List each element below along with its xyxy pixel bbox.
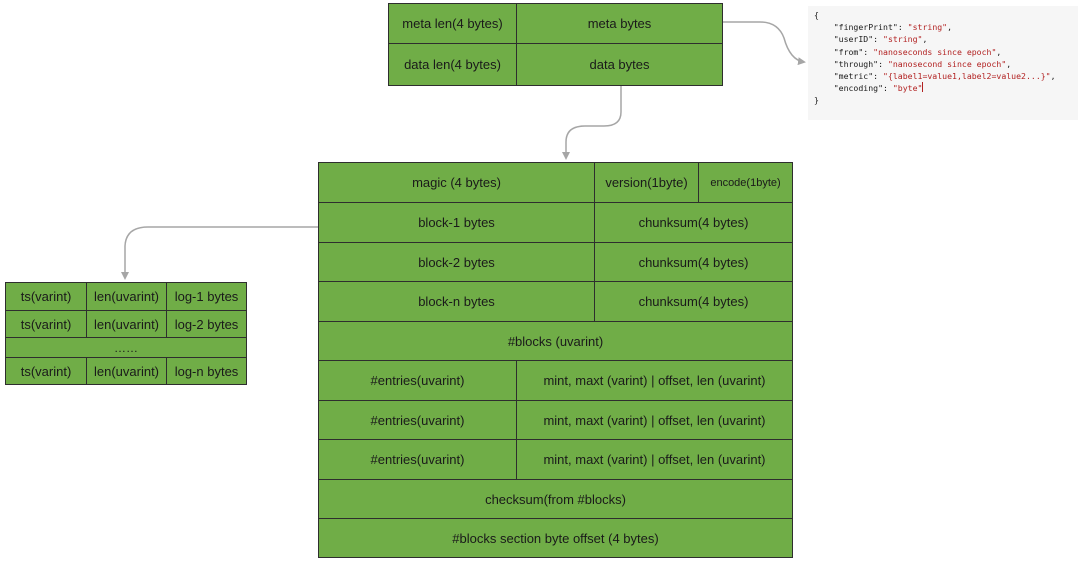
json-field-line: "fingerPrint": "string", — [833, 22, 953, 33]
json-value: "string" — [907, 22, 948, 33]
json-separator: , — [1006, 58, 1012, 69]
magic-cell: magic (4 bytes) — [318, 162, 595, 203]
entries-3-count-cell: #entries(uvarint) — [318, 439, 517, 480]
json-value: "nanosecond since epoch" — [887, 58, 1007, 69]
log-n-len-cell: len(uvarint) — [86, 357, 167, 385]
block-2-cell: block-2 bytes — [318, 242, 595, 282]
json-separator: , — [947, 22, 953, 33]
json-field-line: "from": "nanoseconds since epoch", — [833, 46, 1002, 57]
entries-2-meta-cell: mint, maxt (varint) | offset, len (uvari… — [516, 400, 793, 440]
log-2-len-cell: len(uvarint) — [86, 310, 167, 338]
json-key: "from" — [833, 46, 864, 57]
block-n-checksum-cell: chunksum(4 bytes) — [594, 281, 793, 322]
log-1-len-cell: len(uvarint) — [86, 282, 167, 311]
num-blocks-cell: #blocks (uvarint) — [318, 321, 793, 361]
data-len-cell: data len(4 bytes) — [388, 43, 517, 86]
json-field-line: "encoding": "byte" — [833, 82, 924, 94]
entries-1-meta-cell: mint, maxt (varint) | offset, len (uvari… — [516, 360, 793, 401]
block-1-cell: block-1 bytes — [318, 202, 595, 243]
json-key: "fingerPrint" — [833, 22, 898, 33]
json-value: "byte" — [892, 83, 923, 94]
meta-bytes-cell: meta bytes — [516, 3, 723, 44]
block-2-checksum-cell: chunksum(4 bytes) — [594, 242, 793, 282]
json-close-brace: } — [814, 95, 819, 106]
json-field-line: "metric": "{label1=value1,label2=value2.… — [833, 71, 1056, 82]
json-key: "metric" — [833, 71, 874, 82]
json-value: "{label1=value1,label2=value2...}" — [883, 71, 1051, 82]
json-snippet: { "fingerPrint": "string", "userID": "st… — [808, 6, 1078, 120]
section-offset-cell: #blocks section byte offset (4 bytes) — [318, 518, 793, 558]
entries-1-count-cell: #entries(uvarint) — [318, 360, 517, 401]
meta-to-json-arrow — [723, 21, 806, 66]
json-value: "string" — [883, 34, 923, 45]
entries-3-meta-cell: mint, maxt (varint) | offset, len (uvari… — [516, 439, 793, 480]
encode-cell: encode(1byte) — [698, 162, 793, 203]
log-n-ts-cell: ts(varint) — [5, 357, 87, 385]
version-cell: version(1byte) — [594, 162, 699, 203]
json-key: "through" — [833, 58, 879, 69]
log-2-ts-cell: ts(varint) — [5, 310, 87, 338]
data-to-chunk-arrow — [562, 86, 622, 160]
json-value: "nanoseconds since epoch" — [873, 46, 997, 57]
log-1-bytes-cell: log-1 bytes — [166, 282, 247, 311]
entries-2-count-cell: #entries(uvarint) — [318, 400, 517, 440]
json-separator: , — [996, 46, 1002, 57]
block-n-cell: block-n bytes — [318, 281, 595, 322]
json-field-line: "userID": "string", — [833, 34, 928, 45]
log-1-ts-cell: ts(varint) — [5, 282, 87, 311]
json-separator: , — [922, 34, 928, 45]
checksum-cell: checksum(from #blocks) — [318, 479, 793, 519]
json-separator: , — [1050, 71, 1056, 82]
log-2-bytes-cell: log-2 bytes — [166, 310, 247, 338]
meta-len-cell: meta len(4 bytes) — [388, 3, 517, 44]
json-key: "userID" — [833, 34, 874, 45]
json-field-line: "through": "nanosecond since epoch", — [833, 58, 1012, 69]
block-1-checksum-cell: chunksum(4 bytes) — [594, 202, 793, 243]
text-cursor — [922, 82, 924, 93]
json-key: "encoding" — [833, 83, 884, 94]
data-bytes-cell: data bytes — [516, 43, 723, 86]
log-n-bytes-cell: log-n bytes — [166, 357, 247, 385]
log-ellipsis-cell: …… — [5, 337, 247, 358]
json-open-brace: { — [814, 10, 819, 20]
block-to-log-arrow — [121, 226, 318, 280]
